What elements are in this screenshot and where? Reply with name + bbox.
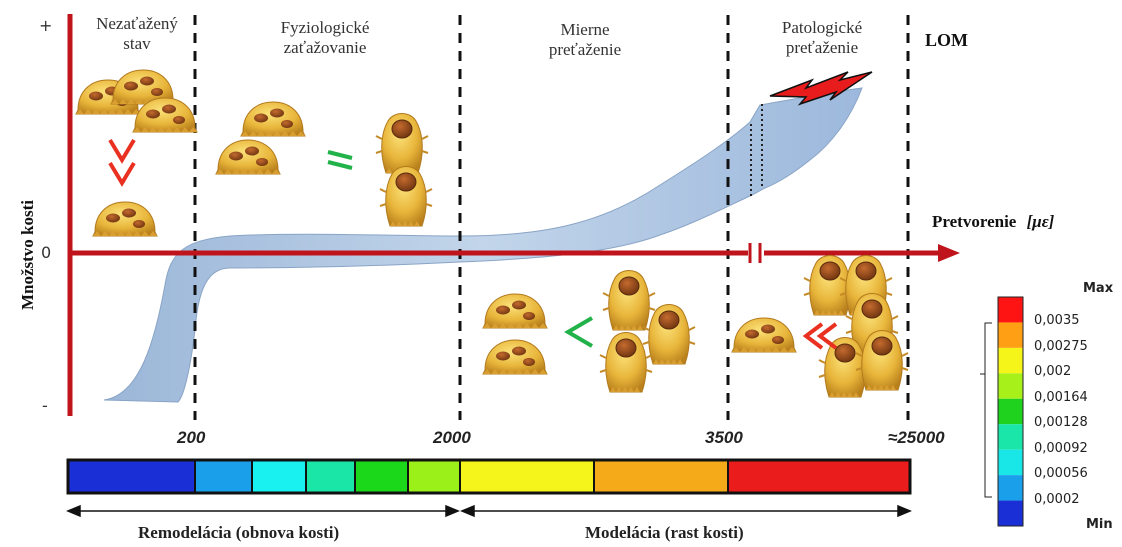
x-axis-unit: [με] [1026,212,1055,231]
y-axis-label: Množstvo kosti [18,199,37,311]
remodeling-range-arrow [66,504,460,518]
modeling-range-arrow [460,504,912,518]
legend-tick-label: 0,00092 [1034,440,1088,456]
legend-bracket [980,322,992,498]
color-bar-segment [354,459,409,494]
bone-cell-icon [602,269,656,331]
zone-pathological-overload-label: Patologické preťaženie [781,18,863,57]
y-axis-minus: - [42,396,48,415]
bone-cell-icon [482,339,548,375]
remodeling-label: Remodelácia (obnova kosti) [138,523,340,542]
legend-tick-label: 0,00275 [1034,338,1088,354]
zone-fracture-label: LOM [925,30,968,50]
bone-cell-icon [731,317,797,353]
legend-max-label: Max [1083,281,1114,296]
y-axis-zero: 0 [41,243,52,262]
legend-swatch [998,347,1023,374]
legend-tick-label: 0,00164 [1034,389,1088,405]
legend-swatch [998,373,1023,399]
legend-swatch [998,475,1023,501]
legend-tick-label: 0,002 [1034,364,1072,380]
legend-frame [997,296,1024,527]
double-down-chevron-icon [108,138,136,187]
x-axis-label: Pretvorenie [με] [932,212,1054,232]
tick-label-3500: 3500 [705,428,743,447]
color-bar-frame [66,458,912,495]
legend-color-scale [998,297,1023,526]
lightning-icon [769,71,873,106]
legend-swatch [998,500,1023,526]
color-bar-segment [459,459,595,494]
bone-amount-band [103,87,863,403]
legend-tick-label: 0,00056 [1034,466,1088,482]
bone-cell-icon [240,101,306,137]
y-axis-plus: + [39,16,53,35]
tick-label-200: 200 [177,428,206,447]
axis-break-icon [748,243,764,263]
bone-cell-icon [92,201,158,237]
legend-tick-label: 0,0035 [1034,313,1080,329]
bone-cell-icon [375,112,429,174]
legend-swatch [998,398,1023,425]
strain-color-bar [67,459,911,494]
x-axis-arrowhead [938,244,960,262]
legend-swatch [998,322,1023,348]
tick-label-2000: 2000 [433,428,471,447]
modeling-label: Modelácia (rast kosti) [585,523,744,542]
legend-tick-label: 0,0002 [1034,491,1080,507]
zone-mild-overload-label: Mierne preťaženie [548,20,622,59]
bone-cell-icon [482,293,548,329]
x-axis-label-text: Pretvorenie [932,212,1017,231]
bone-cell-icon [215,139,281,175]
color-bar-segment [407,459,461,494]
equal-sign-icon [327,150,353,170]
color-bar-segment [727,459,911,494]
double-less-than-icon [802,322,838,350]
tick-label-25000: ≈25000 [888,428,945,447]
zone-unloaded-label: Nezaťažený stav [96,14,178,53]
color-bar-segment [67,459,196,494]
legend-min-label: Min [1086,517,1113,532]
zone-dividers [193,15,910,420]
color-bar-segment [251,459,307,494]
zone-physiological-label: Fyziologické zaťažovanie [280,18,370,57]
legend-swatch [998,449,1023,476]
color-bar-segment [593,459,729,494]
legend-tick-label: 0,00128 [1034,415,1088,431]
color-bar-segment [305,459,356,494]
bone-cell-icon [599,331,653,393]
less-than-icon [564,316,594,348]
legend-swatch [998,297,1023,323]
color-bar-segment [194,459,253,494]
legend-swatch [998,424,1023,450]
bone-cell-icon [379,165,433,227]
